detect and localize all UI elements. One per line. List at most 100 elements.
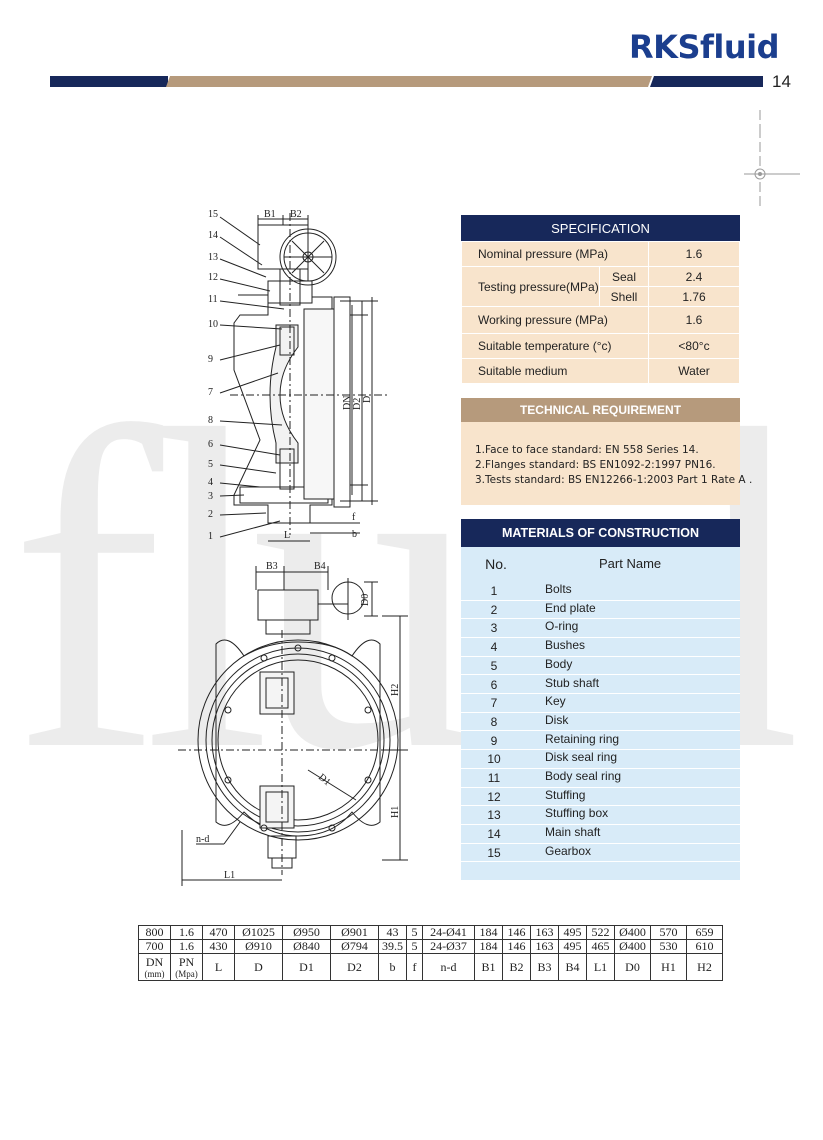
technical-line-1: 1.Face to face standard: EN 558 Series 1… (475, 444, 699, 456)
dimension-cell: 5 (406, 939, 423, 954)
registration-mark (744, 110, 800, 206)
side-label-5: 5 (208, 459, 213, 470)
material-row: 4 Bushes (461, 637, 740, 657)
technical-line-2: 2.Flanges standard: BS EN1092-2:1997 PN1… (475, 459, 716, 471)
dim-d0: D0 (360, 594, 371, 606)
material-number: 6 (490, 677, 498, 692)
header-cell: D0 (614, 953, 651, 981)
dimension-cell: 522 (586, 925, 615, 940)
dimension-cell: 146 (502, 925, 531, 940)
material-row: 9 Retaining ring (461, 731, 740, 751)
dimension-cell: 39.5 (378, 939, 407, 954)
material-number: 3 (490, 621, 498, 636)
dimension-cell: 570 (650, 925, 687, 940)
medium-value: Water (648, 358, 740, 384)
header-cell: H1 (650, 953, 687, 981)
side-label-13: 13 (208, 252, 218, 263)
shell-label: Shell (599, 286, 649, 307)
dimension-cell: 5 (406, 925, 423, 940)
material-number: 1 (490, 584, 498, 598)
working-pressure-value: 1.6 (648, 306, 740, 334)
material-number: 11 (487, 771, 501, 785)
dim-b4: B4 (314, 561, 326, 572)
side-label-9: 9 (208, 354, 213, 365)
header-cell: B3 (530, 953, 559, 981)
dimension-cell: 184 (474, 939, 503, 954)
front-view-drawing: B3 B4 D0 H2 H1 D1 n-d L1 (178, 561, 408, 886)
specification-table: Nominal pressure (MPa) 1.6 Testing press… (461, 241, 740, 384)
dimension-cell: Ø794 (330, 939, 379, 954)
material-number: 5 (490, 658, 498, 673)
working-pressure-label: Working pressure (MPa) (461, 306, 649, 334)
material-part-name: Disk seal ring (545, 750, 618, 765)
dimension-cell: Ø901 (330, 925, 379, 940)
material-number: 7 (490, 696, 498, 711)
dim-h2: H2 (390, 684, 401, 696)
dimension-cell: 495 (558, 939, 587, 954)
material-part-name: End plate (545, 600, 596, 615)
dimension-cell: 163 (530, 939, 559, 954)
side-label-8: 8 (208, 415, 213, 426)
dimension-cell: 530 (650, 939, 687, 954)
material-number: 15 (487, 845, 501, 860)
page-number: 14 (772, 72, 791, 91)
material-part-name: Gearbox (545, 843, 592, 858)
material-part-name: Body (545, 656, 573, 671)
dim-b2: B2 (290, 209, 302, 220)
header-cell: D (234, 953, 283, 981)
side-section-drawing: 15 14 13 12 11 10 9 7 8 6 5 4 3 2 1 B1 B… (208, 209, 390, 542)
material-number: 12 (487, 789, 501, 804)
side-label-3: 3 (208, 491, 213, 502)
header-pn-unit: (Mpa) (175, 968, 198, 979)
dim-l1: L1 (224, 870, 235, 881)
dimension-cell: 700 (138, 939, 171, 954)
header-cell: n-d (422, 953, 475, 981)
technical-requirement-body: 1.Face to face standard: EN 558 Series 1… (461, 422, 752, 505)
header-bar-right (650, 76, 763, 87)
dim-nd: n-d (196, 834, 209, 845)
header-dn: DN(mm) (138, 953, 171, 981)
material-number: 9 (490, 733, 498, 748)
side-label-6: 6 (208, 439, 213, 450)
temperature-label: Suitable temperature (°c) (461, 333, 649, 359)
material-number: 4 (490, 640, 498, 655)
dim-l: L (284, 530, 290, 541)
nominal-pressure-label: Nominal pressure (MPa) (461, 241, 649, 267)
dim-b1: B1 (264, 209, 276, 220)
side-label-11: 11 (208, 294, 218, 305)
header-cell: D1 (282, 953, 331, 981)
header-bar-left (50, 76, 168, 87)
material-part-name: Disk (545, 712, 569, 727)
header-pn: PN(Mpa) (170, 953, 203, 981)
header-cell: L1 (586, 953, 615, 981)
material-part-name: Retaining ring (545, 731, 620, 746)
testing-pressure-label: Testing pressure(MPa) (461, 266, 600, 307)
header-cell: L (202, 953, 235, 981)
material-number: 14 (487, 827, 501, 842)
header-pn-label: PN (178, 954, 195, 969)
material-part-name: Body seal ring (545, 769, 622, 783)
header-cell: B2 (502, 953, 531, 981)
dimension-cell: Ø840 (282, 939, 331, 954)
material-number: 10 (487, 752, 501, 767)
material-part-name: Bolts (545, 582, 572, 596)
side-label-4: 4 (208, 477, 213, 488)
dim-b: b (352, 529, 357, 540)
dim-d2: D2 (352, 398, 363, 410)
materials-col-no: No. (485, 556, 507, 572)
dimension-cell: 430 (202, 939, 235, 954)
side-label-7: 7 (208, 387, 213, 398)
dimension-cell: 184 (474, 925, 503, 940)
dimension-cell: 659 (686, 925, 723, 940)
dimension-cell: 800 (138, 925, 171, 940)
dimension-cell: 43 (378, 925, 407, 940)
technical-line-3: 3.Tests standard: BS EN12266-1:2003 Part… (475, 474, 753, 486)
dimension-cell: Ø400 (614, 939, 651, 954)
material-part-name: Bushes (545, 638, 586, 653)
